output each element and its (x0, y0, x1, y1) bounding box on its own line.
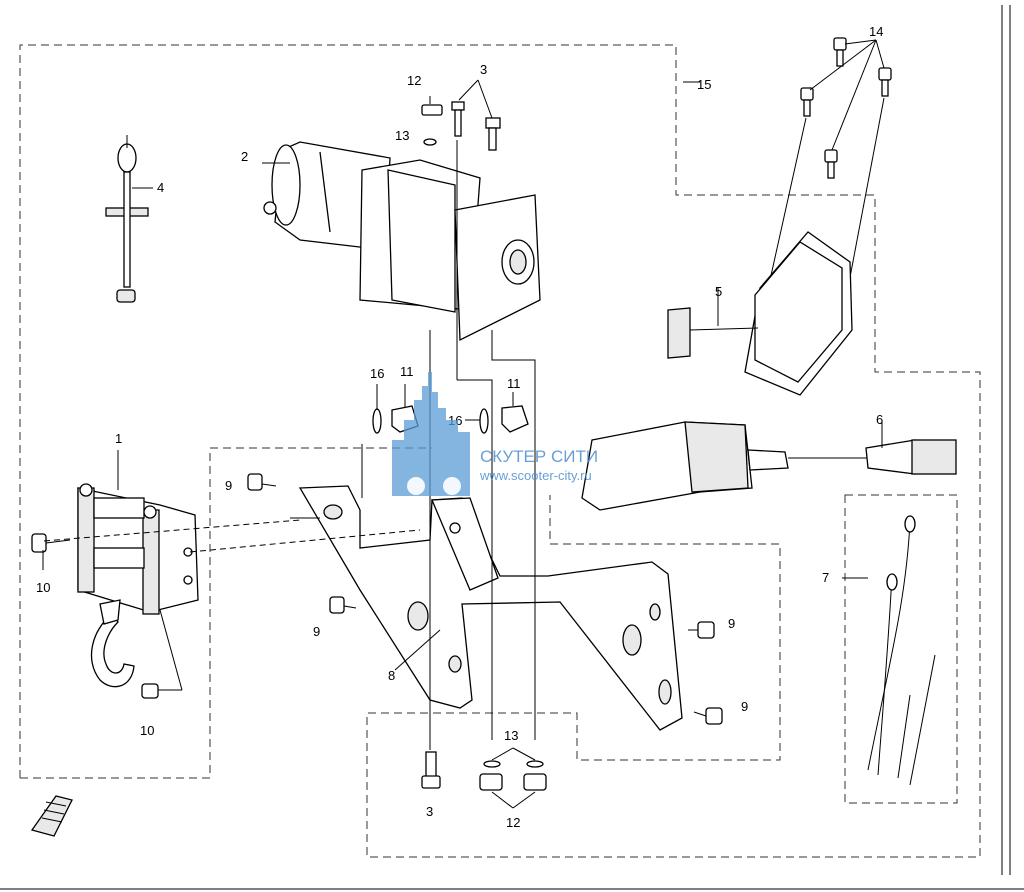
callout-5: 5 (715, 284, 722, 299)
callout-13-top: 13 (395, 128, 409, 143)
callout-4: 4 (157, 180, 164, 195)
callout-3-top: 3 (480, 62, 487, 77)
callout-9-b: 9 (313, 624, 320, 639)
callout-labels: 1 2 3 3 4 5 6 7 8 9 9 9 9 10 10 11 11 12… (36, 24, 883, 830)
mounting-bracket-8 (298, 485, 683, 731)
callout-9-d: 9 (741, 699, 748, 714)
callout-15: 15 (697, 77, 711, 92)
group-outlines (19, 44, 981, 858)
callout-8: 8 (388, 668, 395, 683)
callout-12-bottom: 12 (506, 815, 520, 830)
callout-16-a: 16 (370, 366, 384, 381)
watermark-logo: СКУТЕР СИТИ www.scooter-city.ru (392, 372, 598, 496)
callout-13-bottom: 13 (504, 728, 518, 743)
watermark-url: www.scooter-city.ru (479, 468, 592, 483)
remote-control-6 (581, 420, 957, 511)
callout-6: 6 (876, 412, 883, 427)
bottom-fasteners (421, 747, 547, 809)
callout-1: 1 (115, 431, 122, 446)
callout-10-a: 10 (36, 580, 50, 595)
clevis-pin-4 (105, 135, 153, 303)
callout-9-c: 9 (728, 616, 735, 631)
callout-11-a: 11 (400, 364, 414, 379)
watermark-title: СКУТЕР СИТИ (480, 447, 598, 466)
alignment-lines (43, 140, 536, 750)
roller-fairlead-1 (77, 450, 199, 615)
bolts-9 (247, 473, 723, 725)
callout-12-top: 12 (407, 73, 421, 88)
callout-7: 7 (822, 570, 829, 585)
winch-hook (90, 599, 135, 688)
battery-cables-7 (842, 515, 936, 786)
callout-2: 2 (241, 149, 248, 164)
callout-9-a: 9 (225, 478, 232, 493)
callout-leaders (42, 81, 700, 671)
relay-box-5 (667, 37, 892, 396)
bolts-10 (31, 533, 183, 699)
flange-nut-12-top (421, 104, 443, 116)
callout-14: 14 (869, 24, 883, 39)
callout-11-b: 11 (507, 376, 521, 391)
callout-10-b: 10 (140, 723, 154, 738)
callout-3-bottom: 3 (426, 804, 433, 819)
top-fasteners (421, 79, 501, 151)
washer-13-top (423, 138, 437, 146)
front-arrow-icon (30, 795, 73, 837)
winch-motor-assembly (262, 141, 541, 342)
